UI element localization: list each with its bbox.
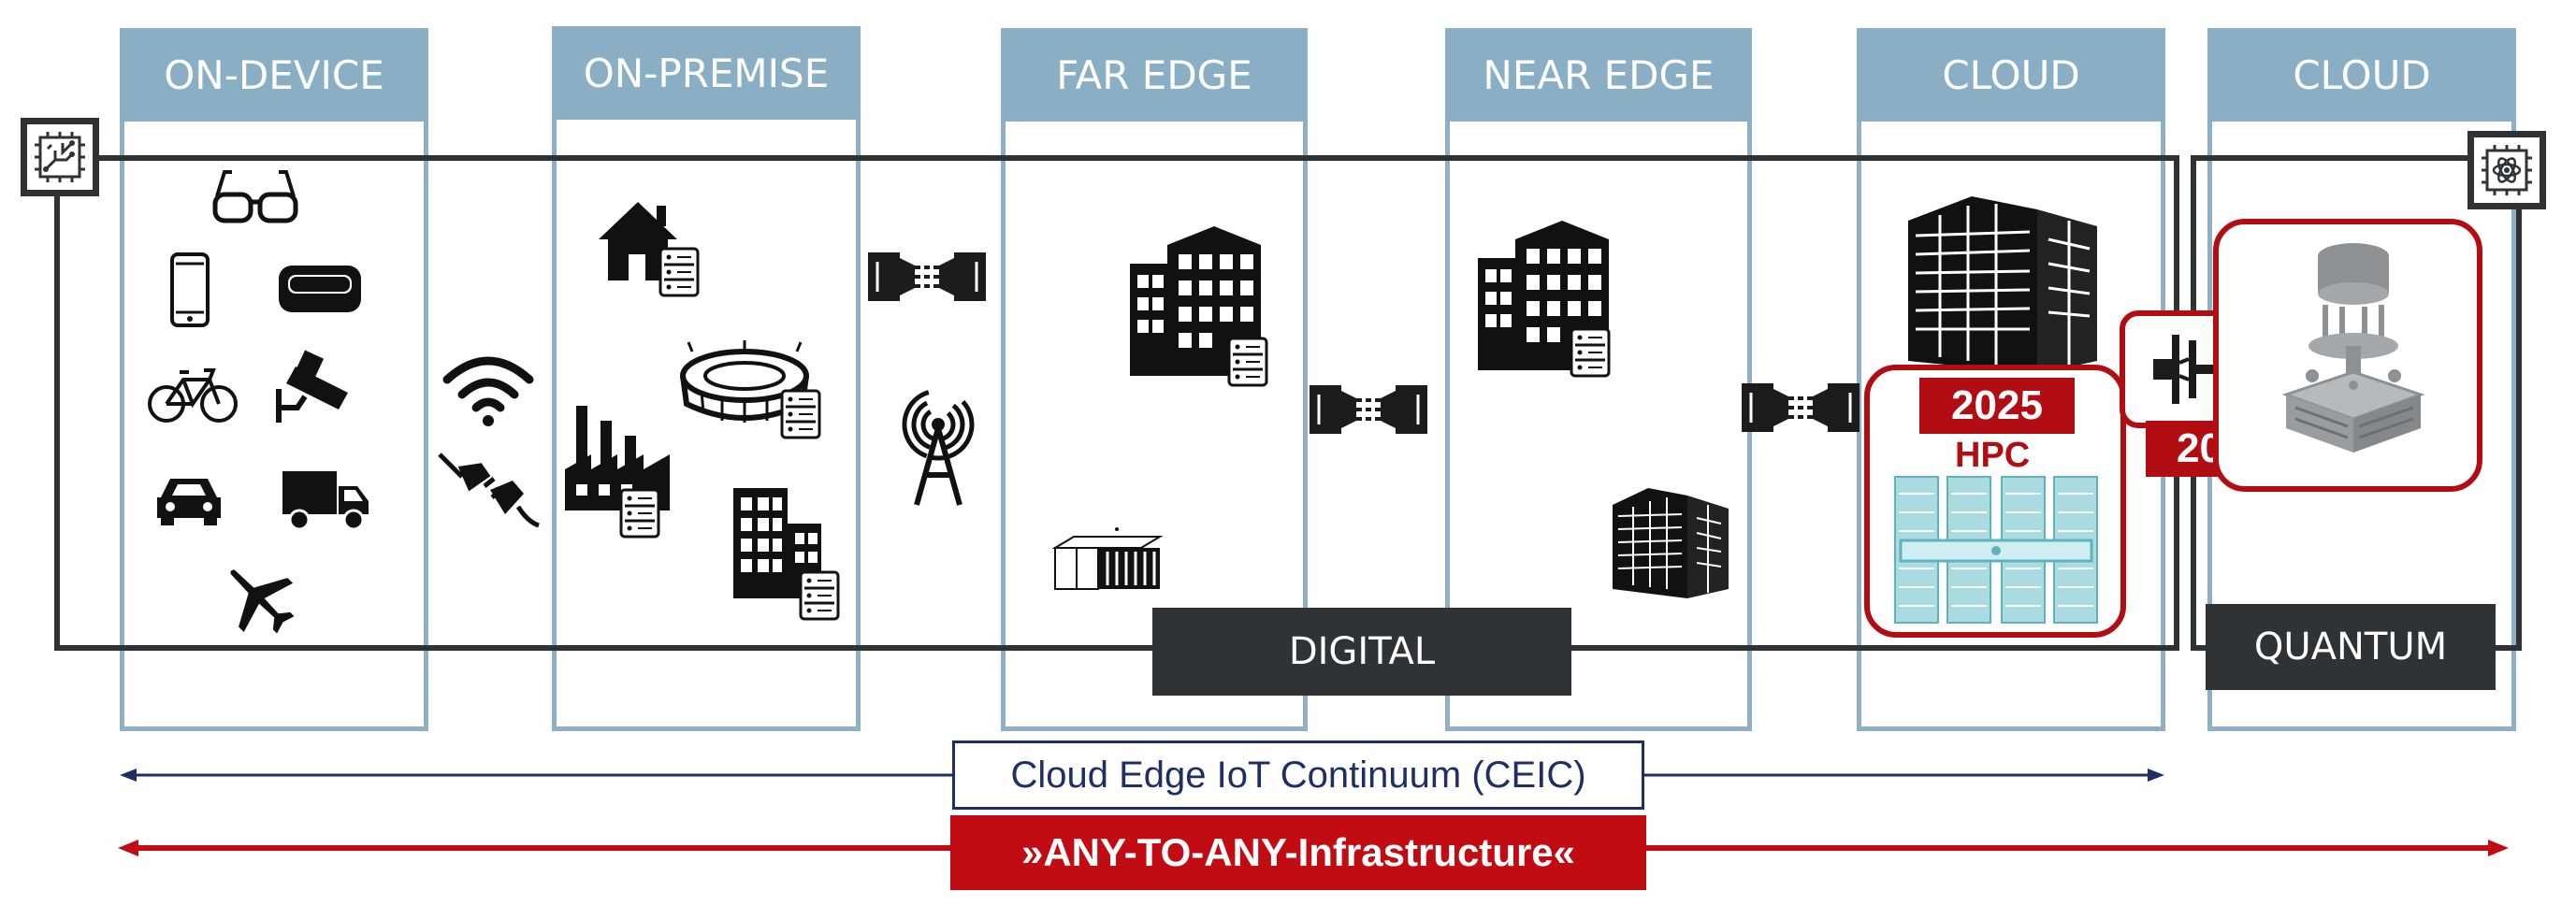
chip-circuit-icon [21, 118, 99, 196]
any-to-any-label: »ANY-TO-ANY-Infrastructure« [950, 815, 1646, 890]
cctv-camera-icon [276, 350, 357, 424]
digital-label: DIGITAL [1152, 608, 1571, 696]
header-on-premise: ON-PREMISE [552, 26, 861, 120]
datacenter-icon [1611, 486, 1732, 600]
chip-atom-icon [2467, 131, 2546, 209]
office-building-server-icon [730, 486, 851, 623]
supercomputer-icon [1893, 475, 2099, 625]
year-2025-tag: 2025 [1919, 378, 2075, 434]
factory-server-icon [563, 404, 688, 542]
container-datacenter-icon [1051, 525, 1164, 595]
ceic-label: Cloud Edge IoT Continuum (CEIC) [952, 740, 1644, 810]
car-icon [153, 473, 224, 527]
radio-tower-icon [896, 387, 980, 507]
home-server-icon [595, 196, 703, 299]
smartphone-icon [170, 252, 210, 327]
stadium-server-icon [679, 338, 829, 441]
airplane-icon [219, 559, 299, 638]
header-cloud-quantum: CLOUD [2207, 28, 2516, 122]
header-on-device: ON-DEVICE [120, 28, 428, 122]
vr-headset-icon [277, 260, 363, 318]
datacenter-icon [1906, 193, 2099, 376]
smart-glasses-icon [212, 168, 298, 226]
header-far-edge: FAR EDGE [1001, 28, 1308, 122]
power-plug-icon [438, 453, 541, 533]
header-near-edge: NEAR EDGE [1445, 28, 1752, 122]
bicycle-icon [148, 367, 238, 424]
header-cloud-hpc: CLOUD [1857, 28, 2165, 122]
quantum-computer-icon [2267, 236, 2439, 469]
truck-icon [281, 467, 370, 533]
wifi-icon [441, 353, 535, 426]
hpc-label: HPC [1955, 436, 2031, 475]
quantum-connector-icon [2151, 331, 2217, 408]
quantum-label: QUANTUM [2206, 604, 2496, 690]
